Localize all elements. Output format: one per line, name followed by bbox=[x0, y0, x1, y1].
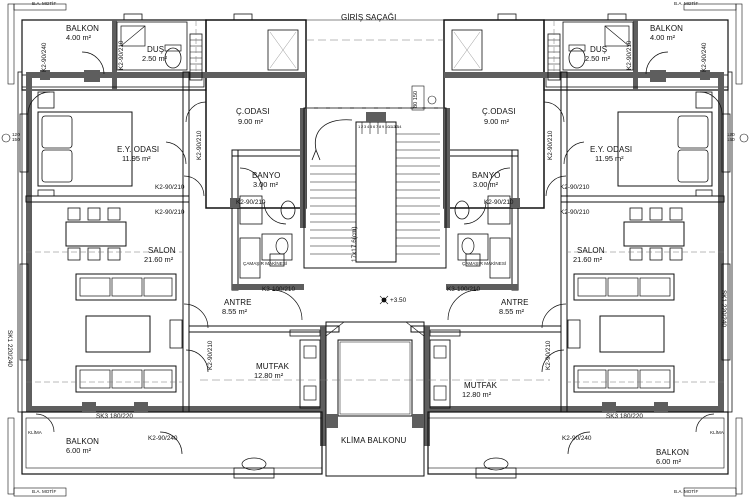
ac-unit-right: KLİMA bbox=[710, 430, 724, 435]
ac-balcony-label: KLİMA BALKONU bbox=[341, 436, 407, 445]
room-name: MUTFAK bbox=[256, 362, 290, 371]
room-area: 9.00 m² bbox=[484, 117, 510, 126]
room-name: Ç.ODASI bbox=[236, 107, 270, 116]
door-label: K2-90/210 bbox=[155, 209, 185, 216]
stair-step-number: 5 bbox=[370, 124, 373, 129]
room-area: 6.00 m² bbox=[66, 446, 92, 455]
room-name: Ç.ODASI bbox=[482, 107, 516, 116]
room-area: 21.60 m² bbox=[144, 255, 174, 264]
room-area: 4.00 m² bbox=[66, 33, 92, 42]
stair-step-number: 6 bbox=[373, 124, 376, 129]
room-area: 11.95 m² bbox=[122, 154, 151, 163]
door-label: K2-90/210 bbox=[545, 340, 552, 371]
room-name: E.Y. ODASI bbox=[590, 145, 633, 154]
room-name: BALKON bbox=[66, 24, 100, 33]
room-name: BALKON bbox=[66, 437, 100, 446]
room-area: 6.00 m² bbox=[656, 457, 682, 466]
stair-step-number: 10 bbox=[385, 124, 390, 129]
entrance-canopy-label: GİRİŞ SAÇAĞI bbox=[341, 13, 397, 22]
door-label: K2-90/240 bbox=[562, 435, 592, 442]
stair-step-number: 7 bbox=[376, 124, 379, 129]
stair-step-number: 4 bbox=[367, 124, 370, 129]
room-name: ANTRE bbox=[224, 298, 252, 307]
stair-step-number: 3 bbox=[364, 124, 367, 129]
window-tag: 120 150 bbox=[12, 132, 20, 142]
room-area: 8.55 m² bbox=[222, 307, 248, 316]
room-name: BALKON bbox=[650, 24, 684, 33]
door-label: SK3 180/220 bbox=[606, 413, 643, 420]
stair-step-number: 9 bbox=[382, 124, 385, 129]
room-area: 21.60 m² bbox=[573, 255, 603, 264]
room-name: DUŞ bbox=[590, 45, 608, 54]
level-marker: +3.50 bbox=[390, 297, 407, 304]
stair-step-number: 12 bbox=[391, 124, 396, 129]
door-label: K2-90/210 bbox=[207, 340, 214, 371]
room-name: BALKON bbox=[656, 448, 690, 457]
machine-right: ÇAMAŞIR MAKİNESİ bbox=[462, 261, 507, 266]
door-label: K2-90/210 bbox=[196, 130, 203, 161]
machine-left: ÇAMAŞIR MAKİNESİ bbox=[243, 261, 288, 266]
ba-motif-top-right: B.A. MOTİF bbox=[674, 1, 699, 6]
room-name: BANYO bbox=[472, 171, 501, 180]
ba-motif-bottom-left: B.A. MOTİF bbox=[32, 489, 57, 494]
window-tag: 120 150 bbox=[727, 132, 735, 142]
door-label: K2-90/210 bbox=[236, 199, 266, 206]
room-name: DUŞ bbox=[147, 45, 165, 54]
room-name: MUTFAK bbox=[464, 381, 498, 390]
room-name: E.Y. ODASI bbox=[117, 145, 160, 154]
room-name: BANYO bbox=[252, 171, 281, 180]
k3-right: K3-100/210 bbox=[447, 286, 481, 293]
door-label: K2-90/210 bbox=[626, 40, 633, 71]
room-area: 8.55 m² bbox=[499, 307, 525, 316]
room-area: 9.00 m² bbox=[238, 117, 264, 126]
stair-step-number: 2 bbox=[361, 124, 364, 129]
room-area: 3.00 m² bbox=[253, 180, 279, 189]
ac-unit-left: KLİMA bbox=[28, 430, 42, 435]
stair-step-number: 1 bbox=[358, 124, 361, 129]
stair-well bbox=[355, 121, 397, 263]
stair-step-number: 11 bbox=[388, 124, 393, 129]
room-area: 12.80 m² bbox=[254, 371, 284, 380]
stair-step-number: 13 bbox=[394, 124, 399, 129]
window-80-tag: 80 150 bbox=[413, 90, 419, 108]
stair-steps bbox=[310, 122, 440, 255]
stair-core bbox=[303, 107, 447, 269]
room-name: ANTRE bbox=[501, 298, 529, 307]
door-label: K2-90/240 bbox=[41, 42, 48, 73]
door-label: K2-90/240 bbox=[148, 435, 178, 442]
room-area: 11.95 m² bbox=[595, 154, 624, 163]
window-label: SK1 220/240 bbox=[6, 330, 13, 367]
room-area: 12.80 m² bbox=[462, 390, 492, 399]
room-area: 2.50 m² bbox=[142, 54, 168, 63]
room-area: 3.00 m² bbox=[473, 180, 499, 189]
window-label: SK1 220/240 bbox=[720, 290, 727, 327]
door-label: K2-90/210 bbox=[484, 199, 514, 206]
room-name: SALON bbox=[577, 246, 605, 255]
ba-motif-bottom-right: B.A. MOTİF bbox=[674, 489, 699, 494]
k3-left: K3-100/210 bbox=[262, 286, 296, 293]
stair-note: 17x17.6(cm) bbox=[351, 226, 358, 262]
stair-step-number: 8 bbox=[379, 124, 382, 129]
door-label: K2-90/210 bbox=[560, 209, 590, 216]
room-area: 4.00 m² bbox=[650, 33, 676, 42]
door-label: K2-90/210 bbox=[547, 130, 554, 161]
door-label: K2-90/240 bbox=[701, 42, 708, 73]
room-area: 2.50 m² bbox=[585, 54, 611, 63]
door-label: K2-90/210 bbox=[560, 184, 590, 191]
door-label: SK3 180/220 bbox=[96, 413, 133, 420]
room-name: SALON bbox=[148, 246, 176, 255]
stair-step-number: 14 bbox=[397, 124, 402, 129]
klima-balcony bbox=[325, 321, 425, 477]
door-label: K2-90/210 bbox=[155, 184, 185, 191]
door-label: K2-90/210 bbox=[118, 40, 125, 71]
ba-motif-top-left: B.A. MOTİF bbox=[32, 1, 57, 6]
